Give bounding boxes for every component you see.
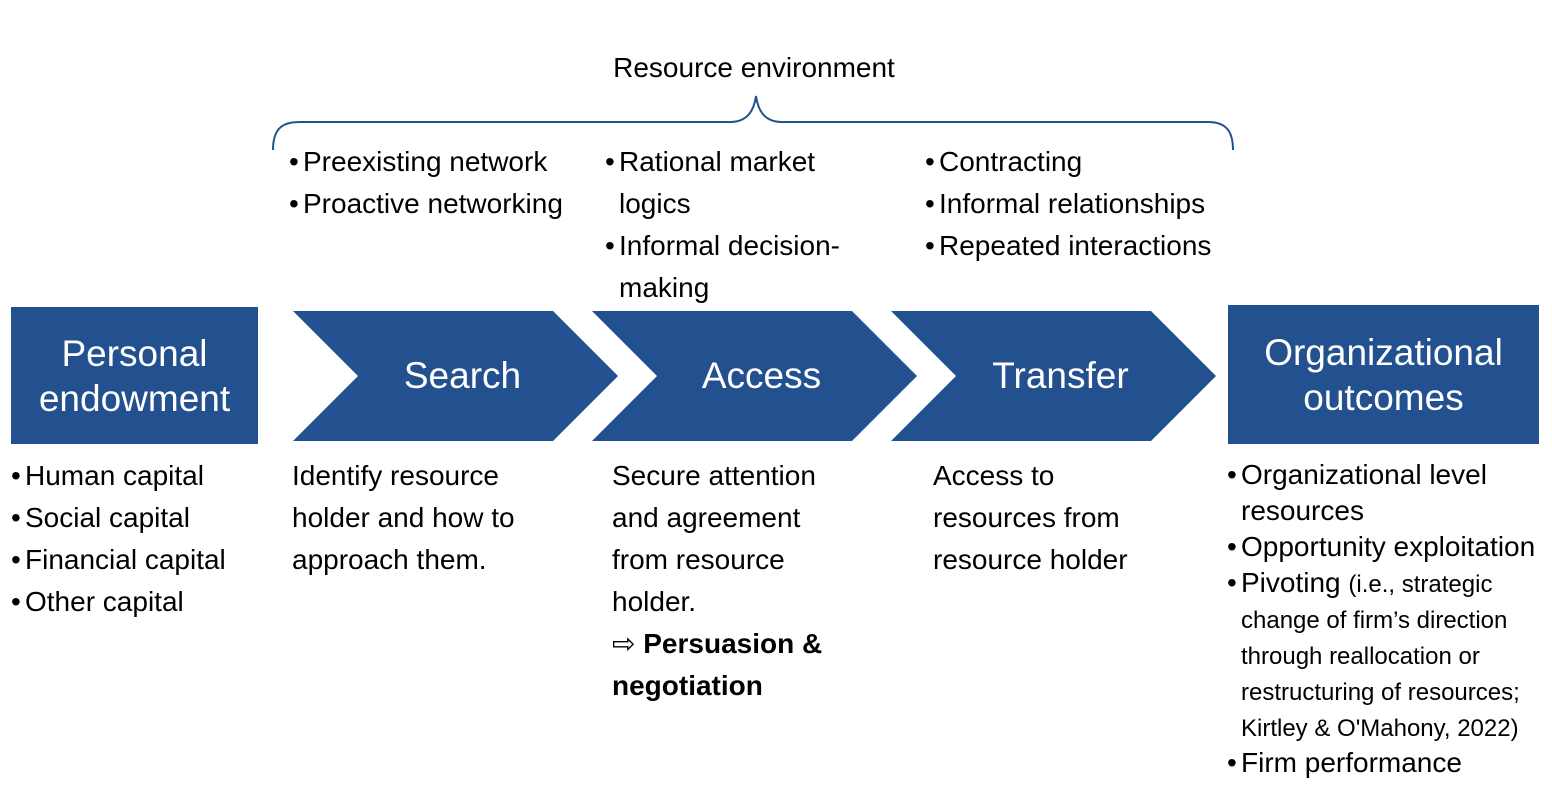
list-item: Repeated interactions xyxy=(925,225,1255,267)
access-description-block: Secure attention and agreement from reso… xyxy=(612,455,862,707)
list-item: Rational market logics xyxy=(605,141,865,225)
box-label-line: outcomes xyxy=(1303,376,1464,418)
box-label-line: Organizational xyxy=(1264,331,1503,373)
transfer-label: Transfer xyxy=(992,355,1129,396)
resource-environment-title: Resource environment xyxy=(613,52,895,83)
box-label-line: Personal xyxy=(61,332,208,374)
right-arrow-icon: ⇨ xyxy=(612,628,636,659)
pivoting-label: Pivoting xyxy=(1241,567,1341,598)
env-column-search: Preexisting network Proactive networking xyxy=(289,141,599,225)
transfer-description: Access to resources from resource holder xyxy=(933,460,1128,575)
list-item: Informal decision-making xyxy=(605,225,865,309)
box-label-line: endowment xyxy=(38,377,231,419)
outcomes-list: Organizational level resources Opportuni… xyxy=(1227,457,1549,781)
search-chevron: Search xyxy=(293,311,618,441)
list-item: Financial capital xyxy=(11,539,271,581)
personal-endowment-box: Personal endowment xyxy=(11,307,258,444)
list-item: Contracting xyxy=(925,141,1255,183)
list-item: Proactive networking xyxy=(289,183,599,225)
access-chevron: Access xyxy=(592,311,917,441)
list-item: Organizational level resources xyxy=(1227,457,1549,529)
list-item: Preexisting network xyxy=(289,141,599,183)
search-label: Search xyxy=(403,355,522,396)
list-item: Other capital xyxy=(11,581,271,623)
list-item: Social capital xyxy=(11,497,271,539)
pivoting-note: (i.e., strategic change of firm’s direct… xyxy=(1241,571,1520,742)
list-item: Pivoting (i.e., strategic change of firm… xyxy=(1227,565,1549,745)
access-description: Secure attention and agreement from reso… xyxy=(612,460,816,617)
persuasion-negotiation-text: Persuasion & negotiation xyxy=(612,628,823,701)
search-description: Identify resource holder and how to appr… xyxy=(292,460,515,575)
endowment-list: Human capital Social capital Financial c… xyxy=(11,455,271,623)
transfer-chevron: Transfer xyxy=(891,311,1216,441)
list-item: Human capital xyxy=(11,455,271,497)
list-item: Firm performance xyxy=(1227,745,1549,781)
resource-environment-brace xyxy=(272,95,1234,151)
env-column-transfer: Contracting Informal relationships Repea… xyxy=(925,141,1255,267)
access-label: Access xyxy=(701,355,822,396)
list-item: Opportunity exploitation xyxy=(1227,529,1549,565)
access-emphasis: ⇨ Persuasion & negotiation xyxy=(612,623,862,707)
organizational-outcomes-box: Organizational outcomes xyxy=(1228,305,1539,444)
list-item: Informal relationships xyxy=(925,183,1255,225)
env-column-access: Rational market logics Informal decision… xyxy=(605,141,865,309)
